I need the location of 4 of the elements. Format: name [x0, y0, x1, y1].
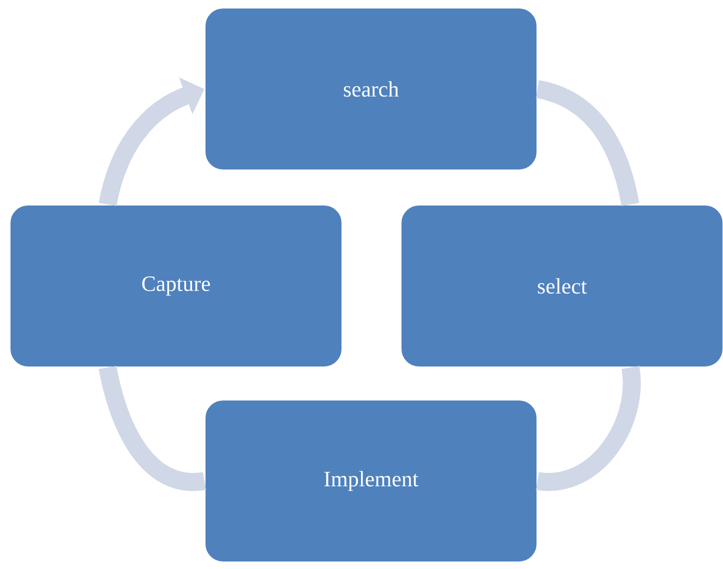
process-box: Implement [204, 399, 538, 562]
process-box: select [400, 204, 723, 368]
process-box: Capture [10, 204, 342, 368]
process-box: search [204, 8, 538, 170]
